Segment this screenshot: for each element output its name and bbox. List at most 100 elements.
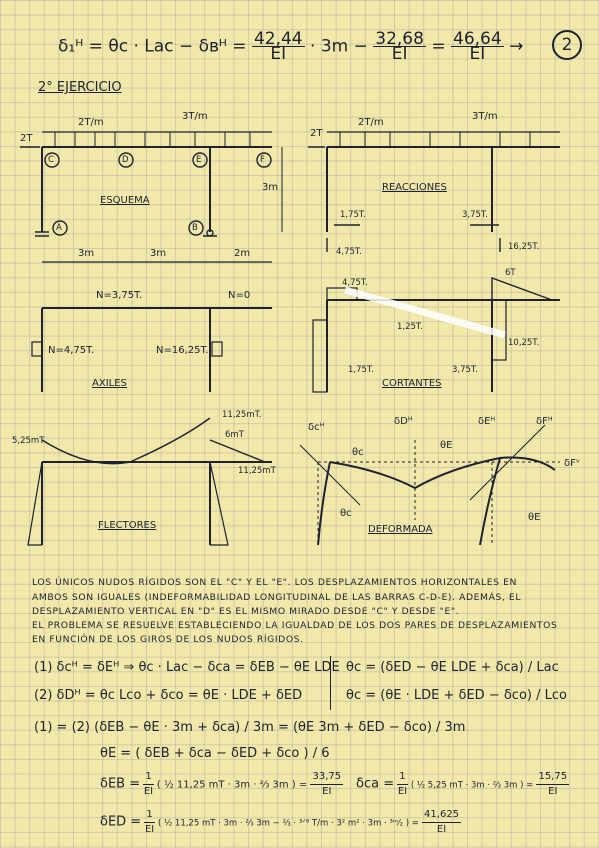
equation-2: (2) δDᴴ = θc Lco + δco = θE · LDE + δED — [34, 688, 303, 703]
reac-b-v: 16,25T. — [508, 242, 540, 252]
fraction-3-den: EI — [469, 44, 486, 64]
cort-v1: 4,75T. — [342, 278, 368, 288]
section-title: 2° EJERCICIO — [38, 80, 122, 95]
reac-load-3tm: 3T/m — [472, 111, 498, 122]
esquema-height: 3m — [262, 182, 279, 193]
axil-col-a: N=4,75T. — [48, 345, 95, 356]
axil-beam-2: N=0 — [228, 290, 251, 301]
def-dc: δcᴴ — [308, 422, 325, 433]
equation-divider — [330, 656, 331, 710]
flec-m3: 6mT — [225, 430, 244, 440]
page-number: 2 — [552, 30, 582, 60]
equation-1: (1) δcᴴ = δEᴴ ⇒ θc · Lac − δca = δEB − θ… — [34, 660, 340, 675]
fraction-1-den: EI — [270, 44, 287, 64]
paragraph-line-4: EL PROBLEMA SE RESUELVE ESTABLECIENDO LA… — [32, 620, 558, 631]
eq7-result-num: 41,625 — [422, 808, 462, 823]
cort-title: CORTANTES — [382, 378, 442, 389]
fraction-2-den: EI — [391, 44, 408, 64]
def-de: δEᴴ — [478, 416, 496, 427]
cort-v4: 10,25T. — [508, 338, 540, 348]
eq5-mid: ( ½ 11,25 mT · 3m · ⅔ 3m ) = — [156, 779, 308, 791]
reac-load-2tm: 2T/m — [358, 117, 384, 128]
arrow-right-icon: → — [509, 36, 524, 57]
header-eq-equals: = — [431, 36, 446, 57]
esquema-node-a: A — [56, 223, 62, 233]
eq6-mid: ( ½ 5,25 mT · 3m · ⅔ 3m ) = — [410, 780, 534, 791]
eq6-result-den: EI — [548, 786, 558, 797]
esquema-node-b: B — [192, 223, 198, 233]
def-thc2: θc — [340, 508, 352, 519]
reac-a-v: 4,75T. — [336, 247, 362, 257]
fraction-2-num: 32,68 — [373, 29, 426, 49]
esquema-load-2t: 2T — [20, 133, 33, 144]
def-df: δFᴴ — [536, 416, 553, 427]
def-the1: θE — [440, 440, 453, 451]
esquema-node-f: F — [260, 155, 265, 165]
cort-v5: 1,75T. — [348, 365, 374, 375]
eq6-coef-den: EI — [397, 786, 408, 797]
esquema-span-1: 3m — [78, 248, 95, 259]
reac-title: REACCIONES — [382, 182, 447, 193]
paragraph-line-2: AMBOS SON IGUALES (INDEFORMABILIDAD LONG… — [32, 592, 522, 603]
paragraph-line-5: EN FUNCIÓN DE LOS GIROS DE LOS NUDOS RÍG… — [32, 634, 304, 645]
eq7-lhs: δED = — [100, 814, 142, 830]
header-eq-mid: · 3m − — [310, 36, 368, 57]
axil-col-b: N=16,25T. — [156, 345, 209, 356]
flec-m4: 11,25mT — [238, 466, 276, 476]
equation-3: (1) = (2) (δEB − θE · 3m + δca) / 3m = (… — [34, 720, 466, 735]
axil-beam-1: N=3,75T. — [96, 290, 143, 301]
header-eq-lhs: δ₁ᴴ = θc · Lac − δʙᴴ = — [58, 36, 247, 57]
fraction-3-num: 46,64 — [451, 29, 504, 49]
esquema-title: ESQUEMA — [100, 195, 150, 206]
equation-2-result: θc = (θE · LDE + δED − δco) / Lco — [346, 688, 567, 703]
paragraph-line-1: LOS ÚNICOS NUDOS RÍGIDOS SON EL "C" Y EL… — [32, 577, 517, 588]
def-dfv: δFᵛ — [564, 458, 581, 469]
esquema-load-arrows — [54, 132, 251, 146]
esquema-load-2tm: 2T/m — [78, 117, 104, 128]
reac-load-2t: 2T — [310, 128, 323, 139]
cort-v3: 1,25T. — [397, 322, 423, 332]
cort-v2: 6T — [505, 268, 516, 278]
page-number-text: 2 — [561, 35, 573, 55]
eq7-coef-num: 1 — [144, 808, 155, 823]
esquema-node-d: D — [122, 155, 129, 165]
paragraph-line-3: DESPLAZAMIENTO VERTICAL EN "D" ES EL MIS… — [32, 606, 460, 617]
axil-title: AXILES — [92, 378, 127, 389]
def-thc1: θc — [352, 447, 364, 458]
eq6-lhs: δca = — [356, 776, 395, 792]
eq6-result-num: 15,75 — [536, 770, 570, 785]
eq6-coef-num: 1 — [397, 770, 408, 785]
reac-b-h: 3,75T. — [462, 210, 488, 220]
eq5-result-num: 33,75 — [310, 770, 344, 785]
flec-title: FLECTORES — [98, 520, 157, 531]
eq5-coef-den: EI — [143, 786, 154, 797]
esquema-span-2: 3m — [150, 248, 167, 259]
equation-1-result: θc = (δED − θE LDE + δca) / Lac — [346, 660, 559, 675]
eq7-coef-den: EI — [144, 824, 155, 835]
esquema-node-e: E — [196, 155, 202, 165]
cort-v6: 3,75T. — [452, 365, 478, 375]
esquema-node-c: C — [48, 155, 54, 165]
equation-4: θE = ( δEB + δca − δED + δco ) / 6 — [100, 746, 330, 761]
def-the2: θE — [528, 512, 541, 523]
def-dd: δDᴴ — [394, 416, 413, 427]
eq5-lhs: δEB = — [100, 776, 141, 792]
esquema-load-3tm: 3T/m — [182, 111, 208, 122]
eq5-result-den: EI — [322, 786, 332, 797]
esquema-span-3: 2m — [234, 248, 251, 259]
